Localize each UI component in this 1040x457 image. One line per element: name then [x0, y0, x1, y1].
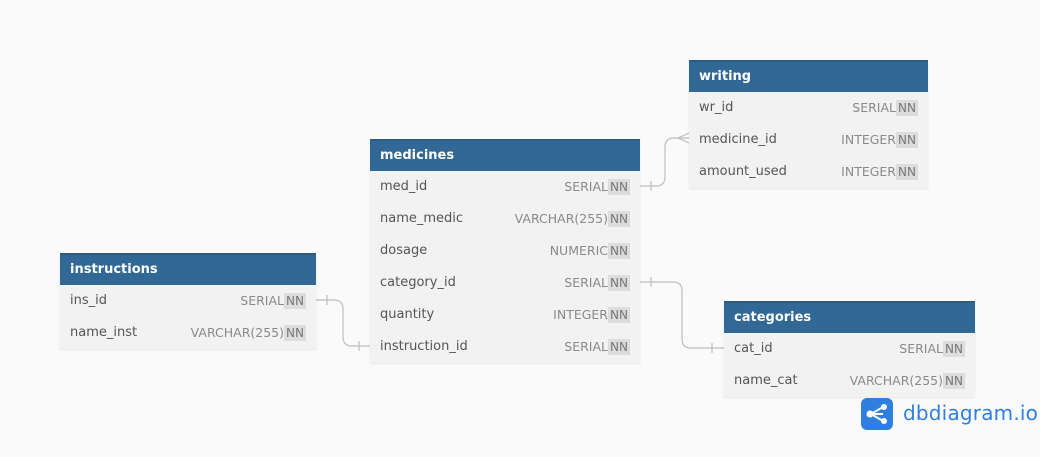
cardinality-many-mark — [677, 132, 690, 144]
connector-medicines-writing — [640, 137, 689, 187]
field-type: SERIAL — [564, 275, 608, 290]
not-null-badge: NN — [943, 373, 965, 389]
field-name: name_medic — [380, 211, 464, 226]
not-null-badge: NN — [284, 325, 306, 341]
field-type: VARCHAR(255) — [514, 211, 608, 226]
field-type: VARCHAR(255) — [849, 373, 943, 388]
not-null-badge: NN — [608, 339, 630, 355]
field-type: VARCHAR(255) — [190, 325, 284, 340]
dbdiagram-logo-icon — [861, 398, 893, 430]
table-header-writing[interactable]: writing — [689, 60, 928, 92]
not-null-badge: NN — [608, 275, 630, 291]
field-name: wr_id — [699, 100, 734, 115]
table-header-categories[interactable]: categories — [724, 301, 975, 333]
not-null-badge: NN — [608, 243, 630, 259]
field-type: SERIAL — [240, 293, 284, 308]
not-null-badge: NN — [608, 211, 630, 227]
field-name: quantity — [380, 307, 435, 322]
field-name: category_id — [380, 275, 456, 290]
field-type: NUMERIC — [549, 243, 608, 258]
field-name: instruction_id — [380, 339, 468, 354]
field-name: cat_id — [734, 341, 773, 356]
field-name: name_inst — [70, 325, 138, 340]
table-header-medicines[interactable]: medicines — [370, 139, 640, 171]
not-null-badge: NN — [608, 307, 630, 323]
field-name: med_id — [380, 179, 428, 194]
field-name: medicine_id — [699, 132, 777, 147]
field-type: INTEGER — [841, 132, 896, 147]
field-row-name-cat[interactable]: name_cat VARCHAR(255)NN — [724, 365, 975, 397]
field-type: SERIAL — [899, 341, 943, 356]
not-null-badge: NN — [608, 179, 630, 195]
field-type: INTEGER — [553, 307, 608, 322]
connector-medicines-categories — [640, 281, 724, 349]
not-null-badge: NN — [943, 341, 965, 357]
field-type: SERIAL — [564, 339, 608, 354]
brand-name: dbdiagram.io — [903, 401, 1039, 425]
not-null-badge: NN — [284, 293, 306, 309]
not-null-badge: NN — [896, 164, 918, 180]
field-name: dosage — [380, 243, 428, 258]
field-name: name_cat — [734, 373, 798, 388]
field-type: SERIAL — [564, 179, 608, 194]
field-row-name-inst[interactable]: name_inst VARCHAR(255)NN — [60, 317, 316, 349]
field-row-name-medic[interactable]: name_medic VARCHAR(255)NN — [370, 203, 640, 235]
not-null-badge: NN — [896, 100, 918, 116]
field-name: amount_used — [699, 164, 787, 179]
field-name: ins_id — [70, 293, 107, 308]
field-type: SERIAL — [852, 100, 896, 115]
table-header-instructions[interactable]: instructions — [60, 253, 316, 285]
field-type: INTEGER — [841, 164, 896, 179]
not-null-badge: NN — [896, 132, 918, 148]
connector-instructions-medicines — [316, 299, 370, 347]
